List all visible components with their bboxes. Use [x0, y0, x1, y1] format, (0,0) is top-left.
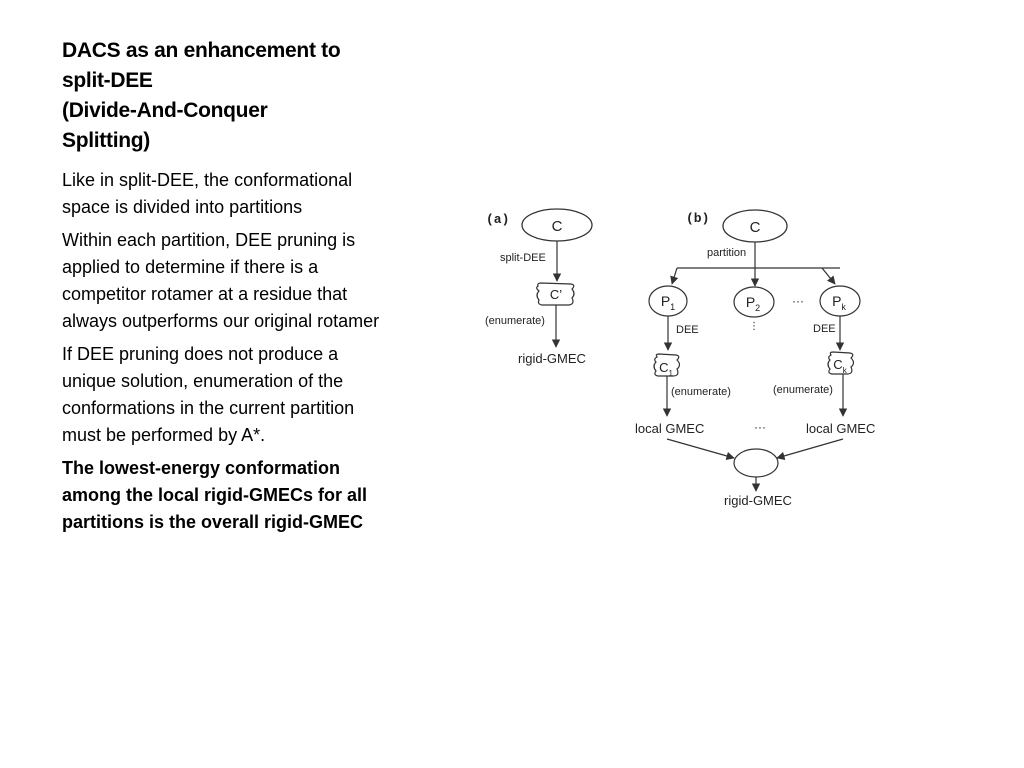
c1-base: C [659, 360, 668, 375]
paragraph-conclusion: The lowest-energy conformation among the… [62, 458, 368, 532]
title-line-3: (Divide-And-Conquer [62, 99, 268, 122]
a-split-dee-label: split-DEE [500, 252, 546, 264]
b-local-gmec-ellipsis: ··· [754, 420, 766, 434]
p1-sub: 1 [670, 302, 675, 312]
paragraph-partitions: Like in split-DEE, the conformational sp… [62, 170, 353, 217]
a-node-c-label: C [552, 218, 563, 235]
b-partition-ellipsis: ··· [792, 294, 804, 308]
p2-base: P [746, 294, 755, 310]
b-dee-label-k: DEE [813, 323, 836, 335]
b-local-gmec-k: local GMEC [806, 421, 875, 436]
b-node-ck [827, 351, 855, 375]
panel-a: (a) C split-DEE C’ (enumerate) rigid-GME… [485, 208, 593, 366]
panel-b: (b) C partition P1 P2 ··· Pk ⋮ DEE DEE C… [635, 209, 875, 508]
panel-a-label: (a) [486, 212, 509, 227]
b-vertical-dots: ⋮ [749, 321, 759, 332]
slide-body: Like in split-DEE, the conformational sp… [62, 167, 380, 542]
b-node-merge [733, 448, 779, 478]
b-dee-label-1: DEE [676, 324, 699, 336]
b-merge-arrow-right [776, 438, 844, 460]
panel-b-label: (b) [686, 211, 709, 226]
p2-sub: 2 [755, 303, 760, 313]
pk-base: P [832, 293, 841, 309]
b-node-c1 [653, 353, 681, 377]
title-line-1: DACS as an enhancement to [62, 39, 341, 62]
p1-base: P [661, 293, 670, 309]
b-node-p2-label: P2 [746, 294, 760, 313]
b-merge-arrow-left [666, 438, 735, 460]
ck-sub: k [843, 366, 848, 375]
b-node-c-label: C [750, 219, 761, 236]
b-node-ck-label: Ck [833, 357, 847, 375]
b-node-p1-label: P1 [661, 293, 675, 312]
a-enumerate-label: (enumerate) [485, 315, 545, 327]
b-enumerate-label-1: (enumerate) [671, 386, 731, 398]
b-node-pk-label: Pk [832, 293, 846, 312]
pk-sub: k [841, 302, 846, 312]
b-node-p2 [733, 286, 775, 318]
slide-title: DACS as an enhancement to split-DEE (Div… [62, 36, 392, 156]
b-enumerate-label-k: (enumerate) [773, 384, 833, 396]
b-node-c1-label: C1 [659, 360, 673, 378]
a-rigid-gmec: rigid-GMEC [518, 351, 586, 366]
title-line-4: Splitting) [62, 129, 150, 152]
a-node-c-prime-label: C’ [550, 287, 562, 302]
b-rigid-gmec: rigid-GMEC [724, 493, 792, 508]
c1-sub: 1 [668, 369, 673, 378]
a-node-c-prime [536, 282, 575, 306]
b-arrow-p1 [670, 267, 679, 285]
b-arrow-pk [821, 267, 836, 285]
title-line-2: split-DEE [62, 69, 153, 92]
paragraph-enumeration: If DEE pruning does not produce a unique… [62, 344, 355, 445]
b-partition-label: partition [707, 247, 746, 259]
ck-base: C [833, 357, 842, 372]
b-local-gmec-1: local GMEC [635, 421, 704, 436]
paragraph-dee-pruning: Within each partition, DEE pruning is ap… [62, 230, 380, 331]
